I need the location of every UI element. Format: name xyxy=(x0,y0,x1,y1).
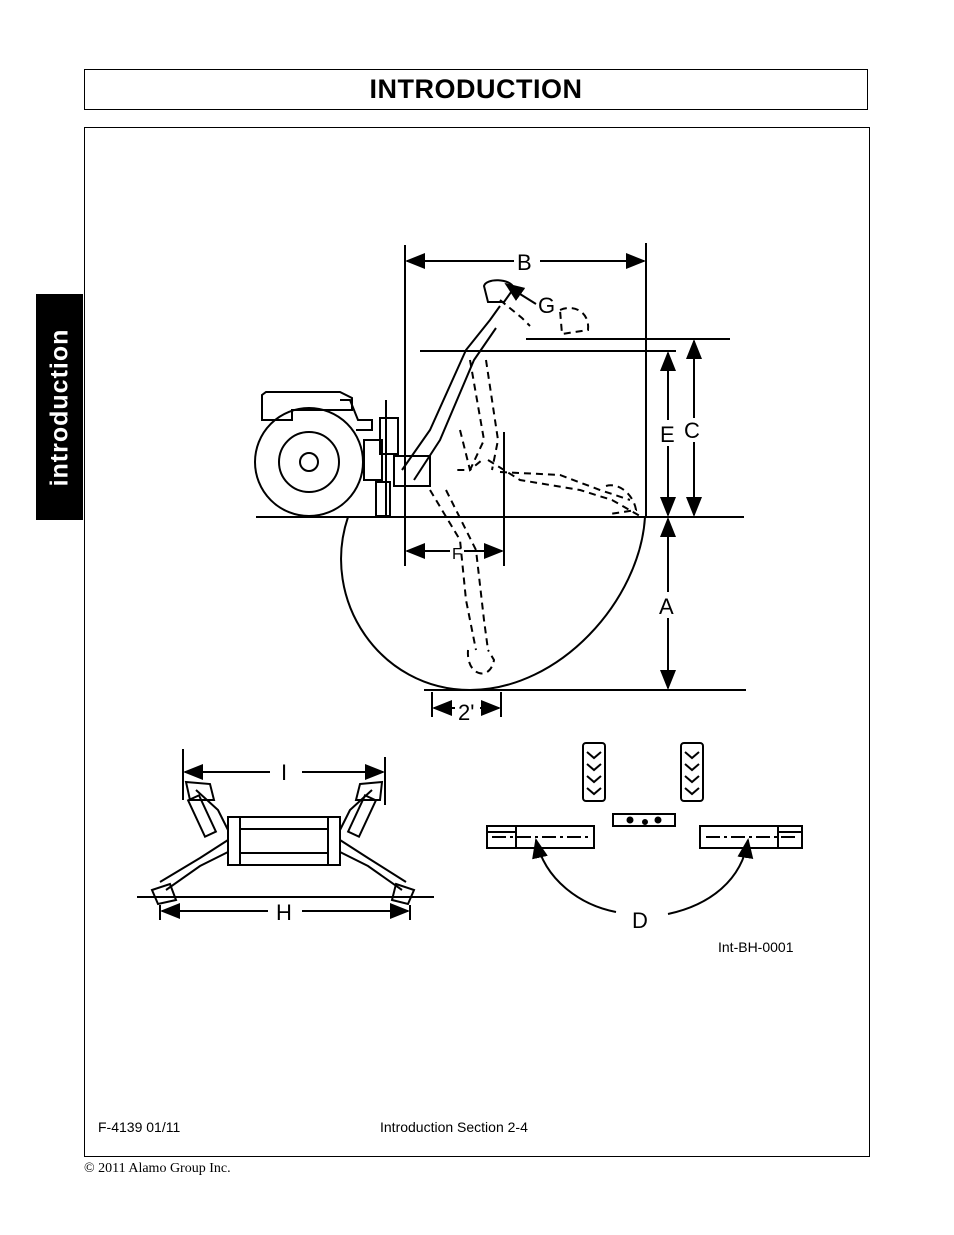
stabilizer-rear-view xyxy=(137,749,434,920)
section-page-number: Introduction Section 2-4 xyxy=(380,1119,528,1135)
label-f: F xyxy=(452,546,462,563)
document-number: F-4139 01/11 xyxy=(98,1119,181,1135)
swing-arc-right xyxy=(667,838,754,915)
swing-top-view xyxy=(486,742,803,915)
page-header: INTRODUCTION xyxy=(84,69,868,110)
label-d: D xyxy=(632,908,648,933)
label-b: B xyxy=(517,250,532,275)
swing-arc-left xyxy=(532,838,617,913)
label-a: A xyxy=(659,594,674,619)
figure-frame xyxy=(84,127,870,1157)
page-title: INTRODUCTION xyxy=(369,74,583,104)
section-side-tab: introduction xyxy=(36,294,83,520)
label-c: C xyxy=(684,418,700,443)
dim-g-pointer xyxy=(504,282,537,305)
label-2ft: 2' xyxy=(458,700,474,725)
reach-and-depth-view xyxy=(254,243,746,717)
stabilizer-frame xyxy=(227,816,341,866)
label-h: H xyxy=(276,900,292,925)
copyright-notice: © 2011 Alamo Group Inc. xyxy=(84,1161,231,1176)
figure-id: Int-BH-0001 xyxy=(718,939,794,955)
right-tire xyxy=(680,742,704,802)
boom-alternate-positions xyxy=(429,299,641,675)
dig-arc xyxy=(340,516,646,692)
label-e: E xyxy=(660,422,675,447)
label-i: I xyxy=(281,760,287,785)
left-tire xyxy=(582,742,606,802)
label-g: G xyxy=(538,293,555,318)
boom-solid xyxy=(401,279,516,481)
swing-frame xyxy=(612,813,676,827)
tractor-outline xyxy=(254,391,431,517)
